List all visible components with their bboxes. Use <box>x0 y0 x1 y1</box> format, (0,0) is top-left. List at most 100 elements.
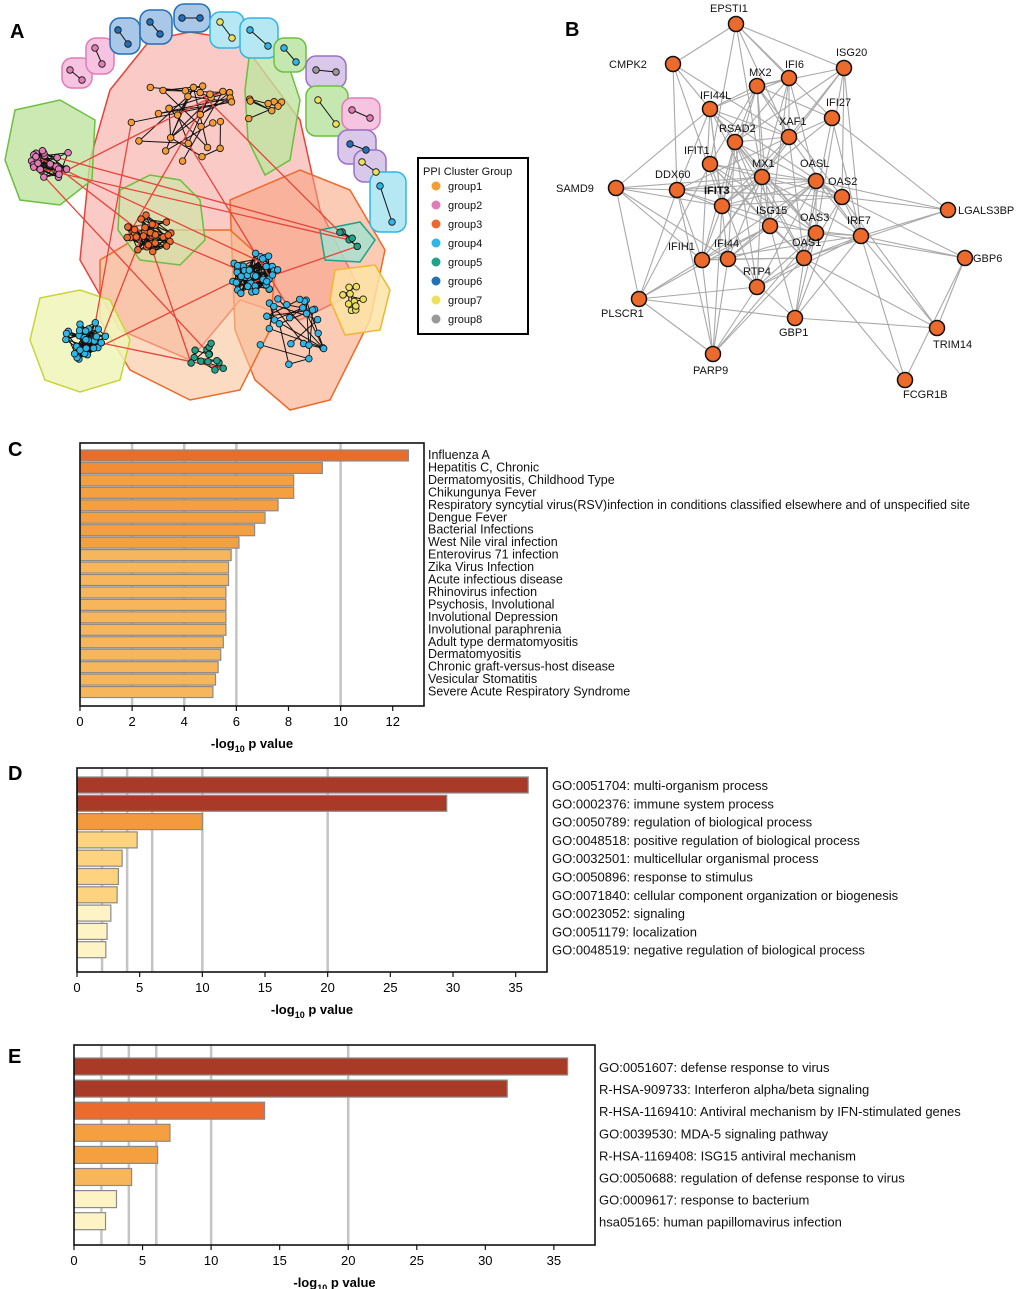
gene-node-irf7 <box>852 227 870 245</box>
network-node <box>319 344 328 353</box>
network-node <box>270 302 278 311</box>
network-node <box>274 295 282 303</box>
gene-edge <box>803 196 843 259</box>
network-edge-inter <box>199 92 341 233</box>
network-node <box>151 231 160 239</box>
gene-edge <box>709 163 763 178</box>
gene-node-mx2 <box>748 77 766 95</box>
gene-label-oas3: OAS3 <box>800 212 829 224</box>
network-edge <box>141 218 167 223</box>
network-node <box>336 228 344 237</box>
gene-edge <box>794 232 817 319</box>
network-node <box>285 360 293 368</box>
x-tick-label: 35 <box>547 1253 561 1268</box>
network-node <box>151 239 159 247</box>
category-label-5: GO:0050688: regulation of defense respon… <box>599 1171 905 1186</box>
gene-edge <box>709 163 758 288</box>
category-label-1: Hepatitis C, Chronic <box>428 460 539 474</box>
gene-edge <box>701 225 771 261</box>
gene-edge <box>672 63 711 110</box>
network-node <box>187 359 195 367</box>
x-tick-label: 12 <box>385 714 399 729</box>
gene-edge <box>727 225 771 260</box>
gene-edge <box>756 232 817 288</box>
bar-13 <box>79 611 227 624</box>
gene-edge <box>676 176 763 191</box>
network-node <box>190 353 198 362</box>
gene-label-rsad2: RSAD2 <box>719 123 756 135</box>
gene-edge <box>841 196 938 329</box>
network-edge <box>138 140 189 144</box>
gene-edge <box>756 67 845 87</box>
gene-edge <box>841 196 966 259</box>
category-label-4: GO:0032501: multicellular organismal pro… <box>552 851 819 866</box>
network-node <box>262 262 270 271</box>
bar-3 <box>73 1123 171 1142</box>
network-node <box>173 111 182 119</box>
network-node <box>264 252 273 260</box>
network-node <box>251 249 260 258</box>
network-node <box>148 220 156 228</box>
gene-node-parp9 <box>704 345 722 363</box>
gene-edge <box>727 141 736 260</box>
x-tick-label: 10 <box>204 1253 218 1268</box>
x-tick-label: 10 <box>195 980 209 995</box>
network-node <box>53 153 61 162</box>
network-node <box>346 290 354 298</box>
gene-edge <box>638 189 678 300</box>
bar-7 <box>79 536 240 549</box>
bar-12 <box>79 598 227 612</box>
category-label-6: GO:0071840: cellular component organizat… <box>552 888 899 903</box>
category-label-8: GO:0051179: localization <box>552 924 697 939</box>
category-label-7: hsa05165: human papillomavirus infection <box>599 1215 842 1230</box>
network-node <box>362 146 370 154</box>
category-label-1: GO:0002376: immune system process <box>552 796 774 811</box>
network-node <box>162 218 171 226</box>
x-tick-label: 8 <box>285 714 292 729</box>
network-edge <box>138 95 189 142</box>
gene-edge <box>672 23 737 65</box>
x-tick-label: 10 <box>333 714 347 729</box>
network-node <box>308 306 317 314</box>
gene-label-ifit3: IFIT3 <box>704 185 730 197</box>
legend-swatch-group2 <box>431 200 441 210</box>
bar-8 <box>79 548 232 562</box>
bar-14 <box>79 623 227 636</box>
gene-node-isg15 <box>761 217 779 235</box>
gene-node-epsti1 <box>727 15 745 33</box>
network-node <box>178 14 186 22</box>
category-label-3: GO:0039530: MDA-5 signaling pathway <box>599 1126 829 1141</box>
gene-edge <box>701 176 763 261</box>
category-label-3: Chikungunya Fever <box>428 485 536 499</box>
bar-0 <box>79 449 409 462</box>
x-axis-label: -log10 p value <box>211 736 293 754</box>
network-node <box>332 120 340 128</box>
bar-11 <box>79 586 227 599</box>
gene-label-ifi44l: IFI44L <box>700 90 731 102</box>
category-label-7: West Nile viral infection <box>428 535 558 549</box>
gene-node-ifit3 <box>713 197 731 215</box>
gene-edge <box>676 189 703 261</box>
gene-edge <box>615 187 703 261</box>
gene-edge <box>709 77 790 110</box>
category-label-0: Influenza A <box>428 448 491 462</box>
network-node <box>196 14 204 22</box>
category-label-3: GO:0048518: positive regulation of biolo… <box>552 833 860 848</box>
network-node <box>198 82 207 90</box>
gene-node-ifi27 <box>823 109 841 127</box>
gene-node-fcgr1b <box>896 371 914 389</box>
x-tick-label: 20 <box>320 980 334 995</box>
network-edge-inter <box>32 164 210 355</box>
gene-node-ifi44 <box>719 250 737 268</box>
bar-18 <box>79 673 217 686</box>
network-node <box>312 66 320 74</box>
network-node <box>196 88 204 97</box>
bar-10 <box>79 573 230 587</box>
network-node <box>358 158 366 166</box>
network-node <box>89 344 98 352</box>
network-node <box>352 302 360 310</box>
network-node <box>232 278 241 287</box>
network-node <box>165 104 173 113</box>
network-node <box>372 168 380 176</box>
bar-chart-d: GO:0051704: multi-organism processGO:000… <box>73 767 899 1020</box>
